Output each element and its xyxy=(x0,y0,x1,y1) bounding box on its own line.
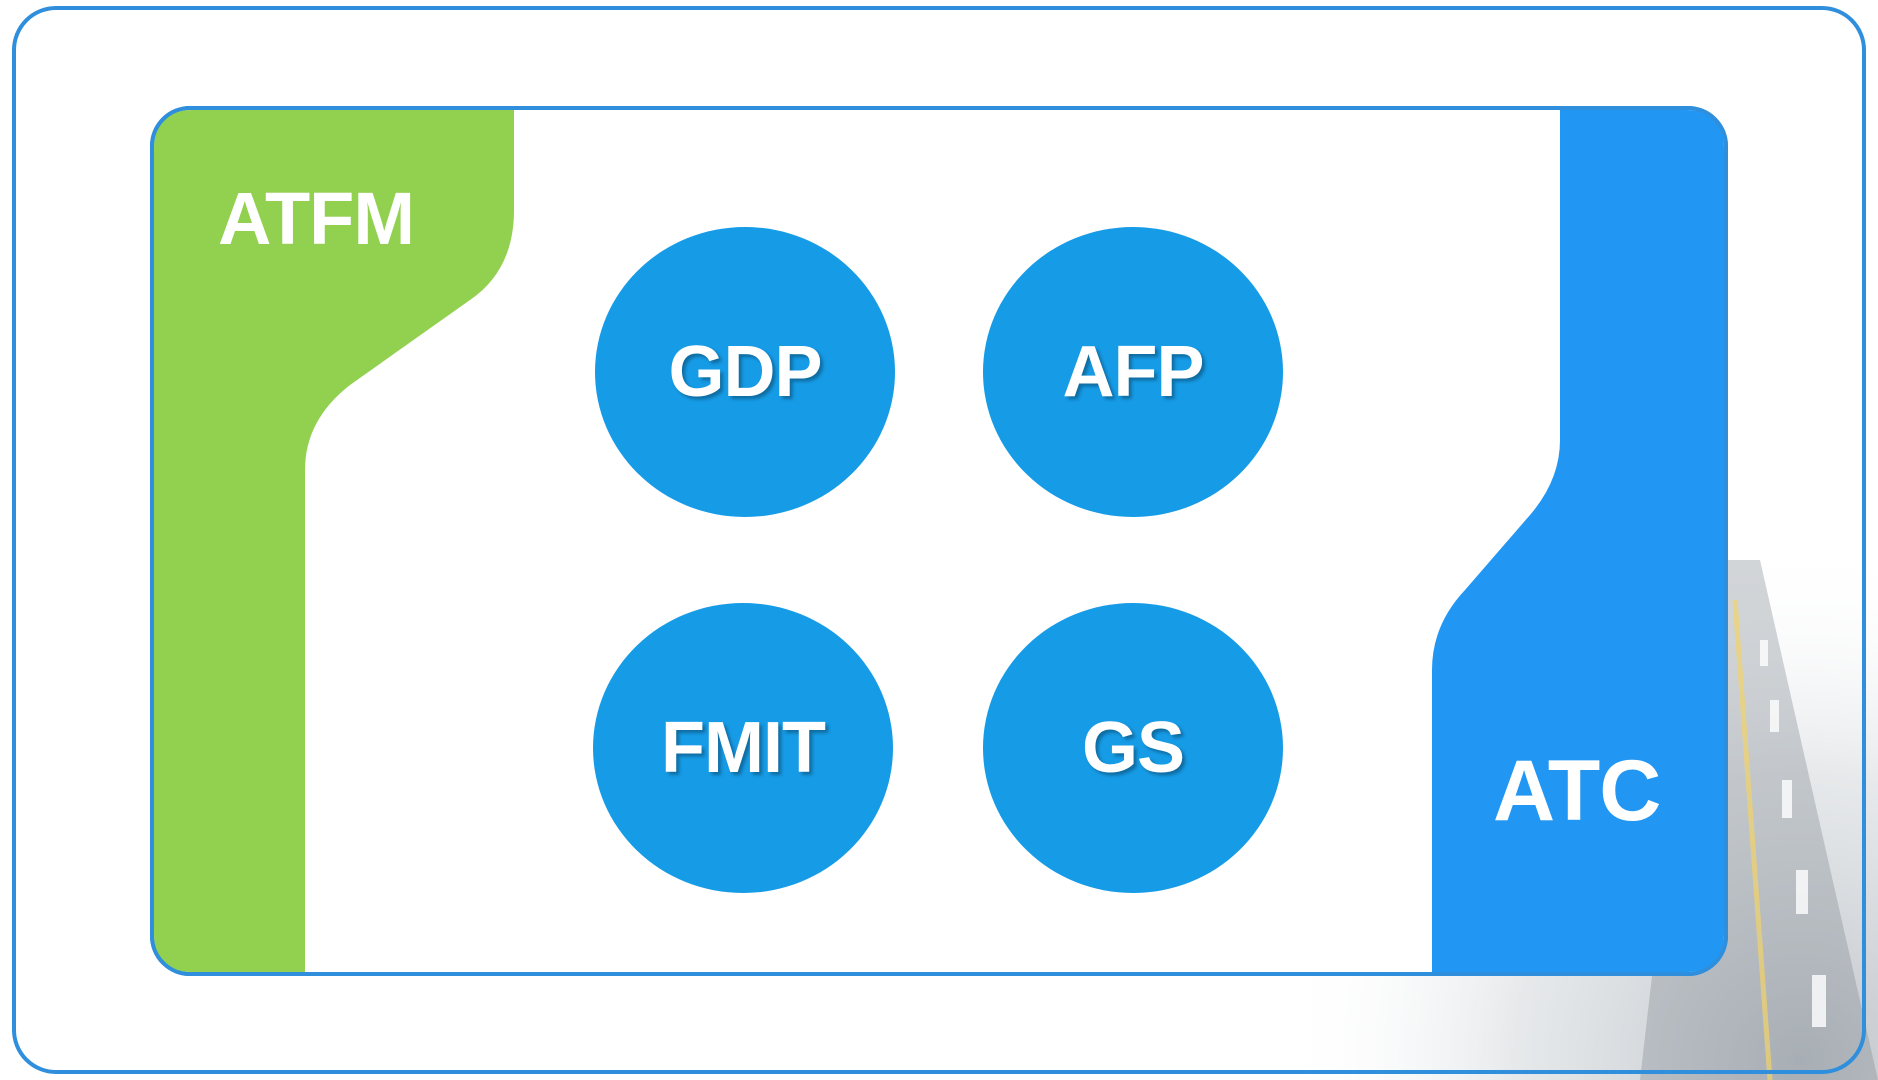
gs-node[interactable]: GS xyxy=(983,603,1283,893)
atc-label: ATC xyxy=(1493,743,1661,839)
gs-node-label: GS xyxy=(1081,708,1185,788)
gdp-node-label: GDP xyxy=(668,332,822,412)
afp-node-label: AFP xyxy=(1062,332,1205,412)
afp-node[interactable]: AFP xyxy=(983,227,1283,517)
fmit-node-label: FMIT xyxy=(661,708,826,788)
atc-panel-shape xyxy=(1432,110,1724,972)
atfm-label: ATFM xyxy=(218,177,415,260)
fmit-node[interactable]: FMIT xyxy=(593,603,893,893)
gdp-node[interactable]: GDP xyxy=(595,227,895,517)
atfm-panel-shape xyxy=(154,110,514,972)
outer-frame xyxy=(12,6,1866,1074)
